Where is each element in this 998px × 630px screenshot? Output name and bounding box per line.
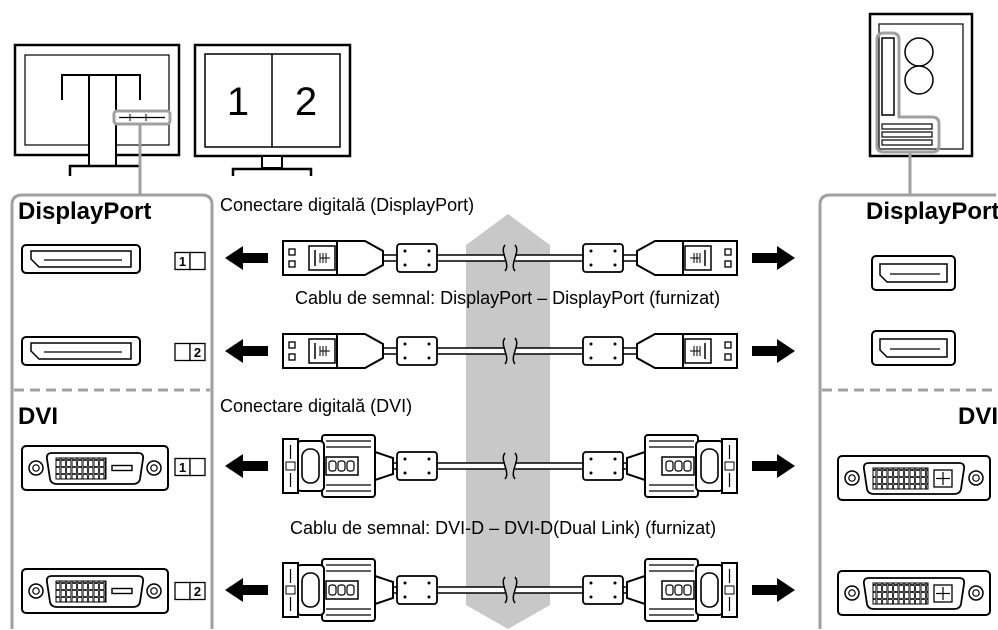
- displayport-cable-label: Cablu de semnal: DisplayPort – DisplayPo…: [295, 288, 721, 308]
- port-marker-number: 2: [194, 345, 201, 360]
- arrow-right-icon: [752, 339, 795, 363]
- dvi-cable-label: Cablu de semnal: DVI-D – DVI-D(Dual Link…: [290, 518, 717, 538]
- dvi-port-icon: [837, 570, 991, 616]
- arrow-left-icon: [225, 578, 268, 602]
- screen-number-1: 1: [227, 80, 249, 124]
- port-marker-number: 1: [179, 254, 186, 269]
- monitor-displayport-title: DisplayPort: [18, 199, 152, 225]
- port-marker-number: 1: [179, 460, 186, 475]
- pc-displayport-title: DisplayPort: [866, 199, 998, 225]
- displayport-port-icon: [871, 255, 956, 291]
- monitor-dvi-title: DVI: [18, 404, 59, 430]
- pc-port-highlight: [875, 31, 941, 154]
- screen-number-2: 2: [295, 80, 317, 124]
- arrow-left-icon: [225, 246, 268, 270]
- pc-dvi-title: DVI: [958, 404, 998, 430]
- dvi-port-icon: [21, 445, 169, 491]
- pc-tower-icon: [868, 12, 974, 158]
- arrow-left-icon: [225, 454, 268, 478]
- monitor-back-icon: [13, 43, 181, 176]
- port-marker-displayport-1: 1: [174, 251, 206, 271]
- displayport-port-icon: [21, 244, 141, 274]
- monitor-front-icon: 1 2: [193, 43, 352, 176]
- port-marker-number: 2: [194, 584, 201, 599]
- dvi-port-icon: [837, 455, 991, 501]
- arrow-left-icon: [225, 339, 268, 363]
- displayport-port-icon: [21, 336, 141, 366]
- pc-ports-panel: [818, 193, 996, 629]
- dvi-port-icon: [21, 568, 169, 614]
- port-marker-dvi-1: 1: [174, 457, 206, 477]
- arrow-right-icon: [752, 578, 795, 602]
- port-marker-dvi-2: 2: [174, 581, 206, 601]
- dvi-connection-label: Conectare digitală (DVI): [220, 396, 413, 416]
- displayport-port-icon: [871, 330, 956, 366]
- monitor-ports-panel: [10, 193, 214, 629]
- double-arrow-band-icon: [466, 214, 550, 629]
- displayport-connection-label: Conectare digitală (DisplayPort): [220, 195, 475, 215]
- port-marker-displayport-2: 2: [174, 342, 206, 362]
- arrow-right-icon: [752, 454, 795, 478]
- arrow-right-icon: [752, 246, 795, 270]
